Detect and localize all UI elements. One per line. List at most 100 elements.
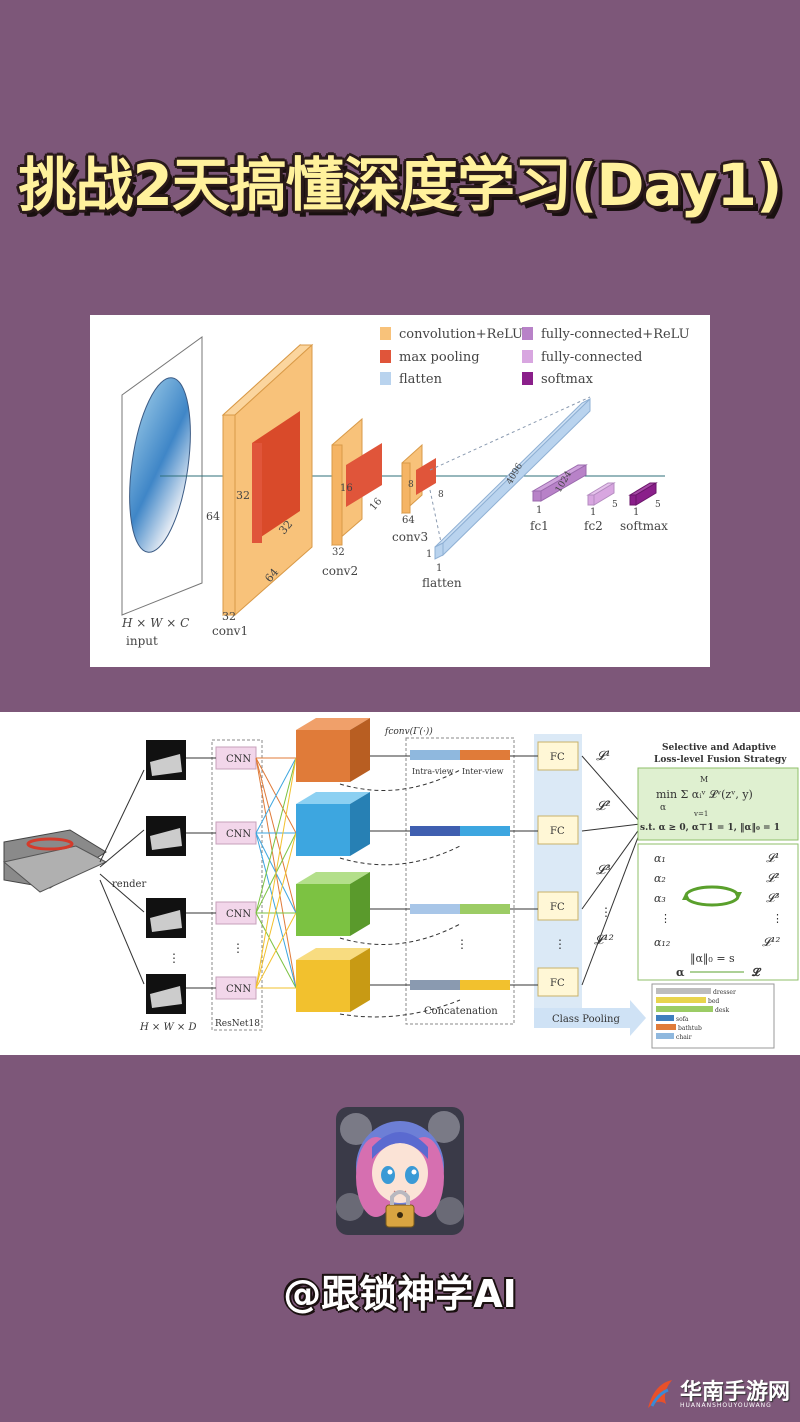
score-bar-chair: [656, 1033, 674, 1039]
svg-text:⋮: ⋮: [660, 912, 671, 925]
formula-constraint: s.t. α ≥ 0, α⊤1 = 1, ‖α‖₀ = 1: [640, 823, 780, 833]
svg-text:16: 16: [340, 483, 353, 494]
svg-text:1: 1: [436, 563, 442, 574]
svg-text:1: 1: [633, 507, 639, 518]
fc-layers: 4096 1 fc1 1024 1 5 fc2 1 5 softmax: [505, 461, 668, 533]
svg-text:FC: FC: [550, 752, 565, 763]
svg-text:α₃: α₃: [654, 892, 666, 905]
cnn-architecture-diagram: convolution+ReLU max pooling flatten ful…: [90, 315, 710, 667]
feature-cubes: [296, 718, 370, 1012]
score-bar-desk: [656, 1006, 713, 1012]
legend-fc-relu: fully-connected+ReLU: [541, 327, 690, 342]
view-thumbnails: ⋮ H × W × D: [139, 740, 197, 1033]
svg-text:𝓛: 𝓛: [751, 966, 762, 979]
svg-text:⋮: ⋮: [232, 941, 244, 955]
conv3-block: 8 8 64 conv3: [392, 443, 444, 544]
conv3-label: conv3: [392, 530, 428, 544]
author-handle: @跟锁神学AI: [283, 1272, 517, 1316]
fusion-strategy-box: Selective and Adaptive Loss-level Fusion…: [637, 743, 799, 981]
input-label: input: [126, 634, 158, 648]
score-label-bathtub: bathtub: [678, 1025, 702, 1032]
cnn-column: CNN CNN CNN CNN ⋮ ResNet18: [186, 739, 263, 1031]
svg-text:8: 8: [438, 490, 444, 500]
svg-text:16: 16: [368, 496, 385, 513]
fconv-label: fconv(Γ(·)): [384, 726, 433, 737]
fc-column: FC FC FC FC ⋮ Class Pooling: [510, 734, 646, 1036]
svg-text:𝓛¹: 𝓛¹: [596, 749, 611, 764]
input-dims: H × W × C: [121, 616, 189, 630]
svg-text:5: 5: [612, 500, 618, 510]
concatenation-column: fconv(Γ(·)) Intra-view Inter-view ⋮ Conc…: [339, 726, 515, 1025]
svg-text:1: 1: [536, 505, 542, 516]
intra-view-label: Intra-view: [412, 767, 454, 776]
page-title: 挑战2天搞懂深度学习(Day1): [18, 151, 782, 219]
norm-label: ‖α‖₀ = s: [690, 952, 735, 966]
svg-text:CNN: CNN: [226, 754, 251, 765]
legend: convolution+ReLU max pooling flatten ful…: [380, 327, 690, 387]
flatten-label: flatten: [422, 576, 462, 590]
watermark-subtext: HUANANSHOUYOUWANG: [680, 1402, 772, 1409]
svg-text:α: α: [660, 803, 666, 813]
resnet-label: ResNet18: [215, 1019, 260, 1029]
legend-conv-relu: convolution+ReLU: [399, 327, 523, 342]
conv2-label: conv2: [322, 564, 358, 578]
formula-objective: min Σ αᵢᵛ 𝓛ᵛ(zᵛ, y): [656, 788, 753, 801]
svg-text:M: M: [700, 775, 708, 784]
author-avatar: [336, 1107, 464, 1235]
svg-text:32: 32: [222, 610, 236, 623]
dims-label: H × W × D: [139, 1022, 197, 1033]
fc2-label: fc2: [584, 519, 603, 533]
svg-text:𝓛³: 𝓛³: [596, 863, 611, 878]
legend-fc: fully-connected: [541, 350, 642, 365]
flatten-block: 1 1 flatten: [422, 396, 591, 590]
score-bar-bathtub: [656, 1024, 676, 1030]
svg-text:α₁: α₁: [654, 852, 666, 865]
watermark-logo-icon: [648, 1380, 672, 1408]
svg-text:32: 32: [236, 489, 250, 502]
svg-text:𝓛¹²: 𝓛¹²: [762, 935, 781, 949]
svg-text:v=1: v=1: [693, 810, 708, 818]
strategy-title-2: Loss-level Fusion Strategy: [654, 755, 787, 765]
svg-text:⋮: ⋮: [456, 937, 468, 951]
svg-text:⋮: ⋮: [600, 905, 612, 919]
score-bar-dresser: [656, 988, 711, 994]
svg-text:32: 32: [332, 547, 345, 558]
softmax-label: softmax: [620, 519, 668, 533]
svg-text:1: 1: [426, 549, 432, 560]
strategy-title-1: Selective and Adaptive: [662, 743, 777, 753]
score-label-dresser: dresser: [713, 989, 736, 996]
svg-text:5: 5: [655, 500, 661, 510]
svg-text:𝓛²: 𝓛²: [766, 871, 780, 885]
svg-text:⋮: ⋮: [168, 951, 180, 965]
class-pooling-label: Class Pooling: [552, 1014, 620, 1025]
conv1-label: conv1: [212, 624, 248, 638]
svg-text:𝓛¹²: 𝓛¹²: [594, 933, 614, 948]
svg-text:64: 64: [402, 515, 415, 526]
svg-text:FC: FC: [550, 826, 565, 837]
inter-view-label: Inter-view: [462, 767, 504, 776]
score-bar-bed: [656, 997, 706, 1003]
svg-text:⋮: ⋮: [772, 912, 783, 925]
fusion-diagram: render ⋮ H × W × D CNN CNN CNN CNN ⋮ Res…: [0, 712, 800, 1055]
watermark-text: 华南手游网: [680, 1380, 791, 1405]
input-plane: H × W × C input: [121, 336, 203, 648]
svg-text:𝓛²: 𝓛²: [596, 799, 611, 814]
svg-text:64: 64: [206, 510, 220, 523]
svg-text:α: α: [676, 966, 685, 979]
svg-text:α₂: α₂: [654, 872, 666, 885]
svg-text:α₁₂: α₁₂: [654, 936, 670, 949]
concatenation-label: Concatenation: [424, 1006, 498, 1017]
svg-text:FC: FC: [550, 902, 565, 913]
conv2-block: 16 16 32 conv2: [322, 417, 385, 578]
legend-flatten: flatten: [399, 372, 443, 387]
svg-text:CNN: CNN: [226, 909, 251, 920]
conv1-block: 64 32 32 32 64 conv1: [206, 343, 314, 638]
legend-max-pooling: max pooling: [399, 350, 480, 365]
site-watermark: 华南手游网 HUANANSHOUYOUWANG: [644, 1374, 794, 1418]
score-label-bed: bed: [708, 998, 719, 1005]
svg-text:1: 1: [590, 507, 596, 518]
legend-softmax: softmax: [541, 372, 594, 387]
svg-text:CNN: CNN: [226, 829, 251, 840]
3d-object-render: render: [2, 769, 146, 985]
